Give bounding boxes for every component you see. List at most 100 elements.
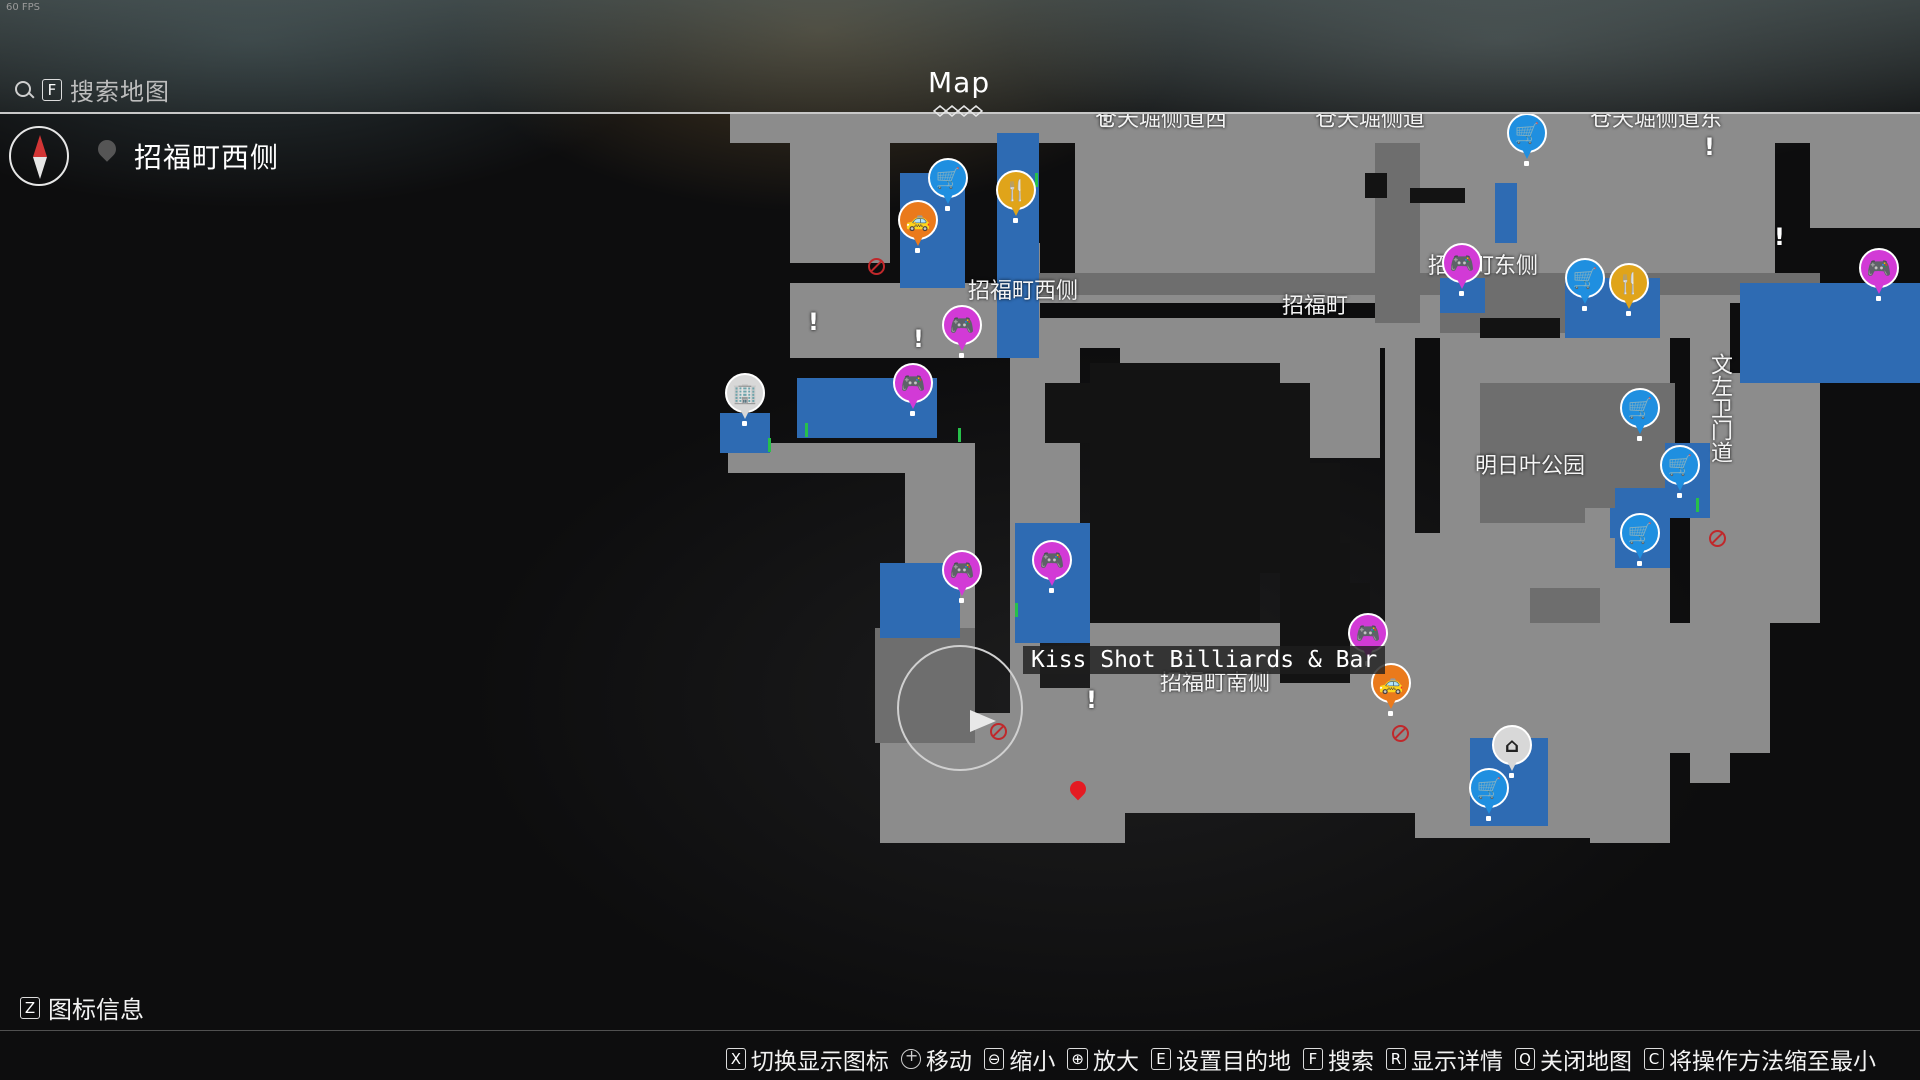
map-canvas[interactable]: ! ! ! ! ! ! 仓天堀侧道西 仓天堀侧道 仓天堀侧道东 招福町西侧 招福… <box>0 113 1920 843</box>
icon-info-button[interactable]: Z 图标信息 <box>20 990 144 1025</box>
game-pin[interactable]: 🎮 <box>942 550 982 604</box>
key-hint: ⊖ <box>983 1048 1005 1070</box>
quest-exclaim-icon[interactable]: ! <box>808 308 819 336</box>
home-icon: ⌂ <box>1504 733 1520 757</box>
quest-exclaim-icon[interactable]: ! <box>1100 113 1111 133</box>
compass-north-needle <box>33 135 47 157</box>
cart-icon: 🛒 <box>1572 266 1598 290</box>
player-arrow-icon <box>970 710 996 732</box>
game-pin[interactable]: 🎮 <box>893 363 933 417</box>
home-pin[interactable]: ⌂ <box>1492 725 1532 779</box>
restaurant-pin[interactable]: 🍴 <box>996 170 1036 224</box>
game-pin[interactable]: 🎮 <box>1859 248 1899 302</box>
street-label: 招福町西侧 <box>968 279 1079 304</box>
icon-info-key: Z <box>20 996 40 1019</box>
control-move[interactable]: 移动 <box>900 1042 972 1076</box>
cart-icon: 🛒 <box>1627 396 1653 420</box>
title-ornament-icon <box>932 105 984 117</box>
shop-pin[interactable]: 🛒 <box>1660 445 1700 499</box>
map-void <box>1365 173 1387 198</box>
control-zoom-out[interactable]: ⊖缩小 <box>983 1042 1056 1076</box>
gamepad-icon: 🎮 <box>949 313 975 337</box>
quest-exclaim-icon[interactable]: ! <box>1774 223 1785 251</box>
map-road <box>1810 128 1920 228</box>
fork-knife-icon: 🍴 <box>1616 271 1642 295</box>
key-hint: X <box>725 1048 746 1070</box>
shop-pin[interactable]: 🛒 <box>1620 388 1660 442</box>
no-entry-icon <box>1392 725 1409 742</box>
game-pin[interactable]: 🎮 <box>1032 540 1072 594</box>
compass-icon <box>9 126 69 186</box>
taxi-pin[interactable]: 🚕 <box>1371 663 1411 717</box>
taxi-icon: 🚕 <box>1378 671 1404 695</box>
control-label: 搜索 <box>1328 1049 1374 1075</box>
game-pin[interactable]: 🎮 <box>1442 243 1482 297</box>
map-void <box>1410 188 1465 203</box>
shop-area <box>1495 183 1517 243</box>
map-void <box>1480 318 1560 338</box>
map-road <box>790 133 890 263</box>
page-title: Map <box>928 66 991 99</box>
no-entry-icon <box>868 258 885 275</box>
restaurant-pin[interactable]: 🍴 <box>1609 263 1649 317</box>
entrance-marker <box>1696 498 1699 512</box>
map-void <box>1090 433 1260 623</box>
bottom-divider <box>0 1030 1920 1031</box>
control-label: 显示详情 <box>1411 1049 1503 1075</box>
building-icon: 🏢 <box>732 381 758 405</box>
quest-exclaim-icon[interactable]: ! <box>913 325 924 353</box>
shop-area <box>1740 283 1920 383</box>
cart-icon: 🛒 <box>1514 121 1540 145</box>
location-tooltip: Kiss Shot Billiards & Bar <box>1023 646 1386 674</box>
map-void <box>1045 383 1090 443</box>
game-pin[interactable]: 🎮 <box>942 305 982 359</box>
shop-pin[interactable]: 🛒 <box>1507 113 1547 167</box>
control-label: 设置目的地 <box>1176 1049 1291 1075</box>
shop-pin[interactable]: 🛒 <box>1620 513 1660 567</box>
search-bar[interactable]: F 搜索地图 <box>14 72 170 107</box>
quest-exclaim-icon[interactable]: ! <box>1704 133 1715 161</box>
gamepad-icon: 🎮 <box>1039 548 1065 572</box>
shop-pin[interactable]: 🛒 <box>928 158 968 212</box>
building-pin[interactable]: 🏢 <box>725 373 765 427</box>
shop-pin[interactable]: 🛒 <box>1565 258 1605 312</box>
entrance-marker <box>1035 173 1038 187</box>
street-label: 仓天堀侧道西 <box>1095 113 1228 132</box>
map-block <box>1000 273 1820 295</box>
key-hint: E <box>1151 1048 1171 1070</box>
street-label: 招福町南侧 <box>1160 671 1271 696</box>
map-road <box>1030 813 1125 843</box>
map-block <box>1530 588 1600 623</box>
search-input[interactable]: 搜索地图 <box>70 78 170 106</box>
taxi-pin[interactable]: 🚕 <box>898 200 938 254</box>
quest-exclaim-icon[interactable]: ! <box>1086 686 1097 714</box>
key-hint: ⊕ <box>1067 1048 1088 1070</box>
gamepad-icon: 🎮 <box>1866 256 1892 280</box>
top-bar <box>0 0 1920 113</box>
street-label: 文左卫门道 <box>1707 353 1732 463</box>
current-area-name: 招福町西侧 <box>134 141 280 174</box>
search-key-hint: F <box>42 78 62 101</box>
shop-area <box>997 133 1039 358</box>
control-label: 切换显示图标 <box>750 1049 889 1075</box>
control-label: 移动 <box>925 1049 972 1075</box>
shop-area <box>720 413 770 453</box>
map-road <box>1590 623 1670 843</box>
control-zoom-in[interactable]: ⊕放大 <box>1067 1042 1139 1076</box>
fork-knife-icon: 🍴 <box>1003 178 1029 202</box>
street-label: 仓天堀侧道 <box>1315 113 1426 132</box>
cart-icon: 🛒 <box>1627 521 1653 545</box>
shop-pin[interactable]: 🛒 <box>1469 768 1509 822</box>
compass-south-needle <box>33 157 47 179</box>
control-label: 缩小 <box>1009 1049 1056 1075</box>
gamepad-icon: 🎮 <box>949 558 975 582</box>
map-block <box>1480 383 1585 523</box>
gamepad-icon: 🎮 <box>1449 251 1475 275</box>
key-hint: F <box>1303 1048 1323 1070</box>
